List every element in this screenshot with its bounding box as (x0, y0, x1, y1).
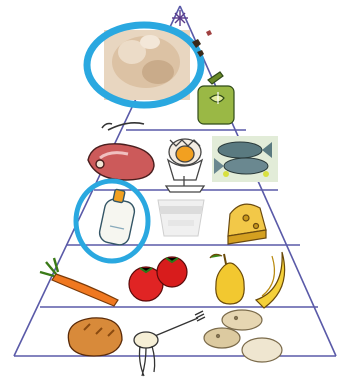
tomato-icon (129, 257, 187, 301)
ham-icon (88, 144, 154, 180)
yogurt-cup-icon (158, 200, 204, 236)
oil-bottle-icon (198, 72, 234, 124)
bread-icon (68, 318, 122, 356)
banana-icon (256, 252, 285, 308)
cheese-icon (228, 204, 266, 244)
spaghetti-fork-icon (134, 311, 205, 376)
fish-icon (212, 136, 278, 182)
milk-bottle-icon (98, 189, 136, 247)
pear-icon (210, 254, 244, 304)
potato-icon (204, 310, 282, 362)
sweets-icon (104, 30, 190, 100)
boiled-egg-icon (166, 139, 204, 192)
star-icon (172, 10, 188, 26)
carrot-icon (40, 258, 118, 306)
